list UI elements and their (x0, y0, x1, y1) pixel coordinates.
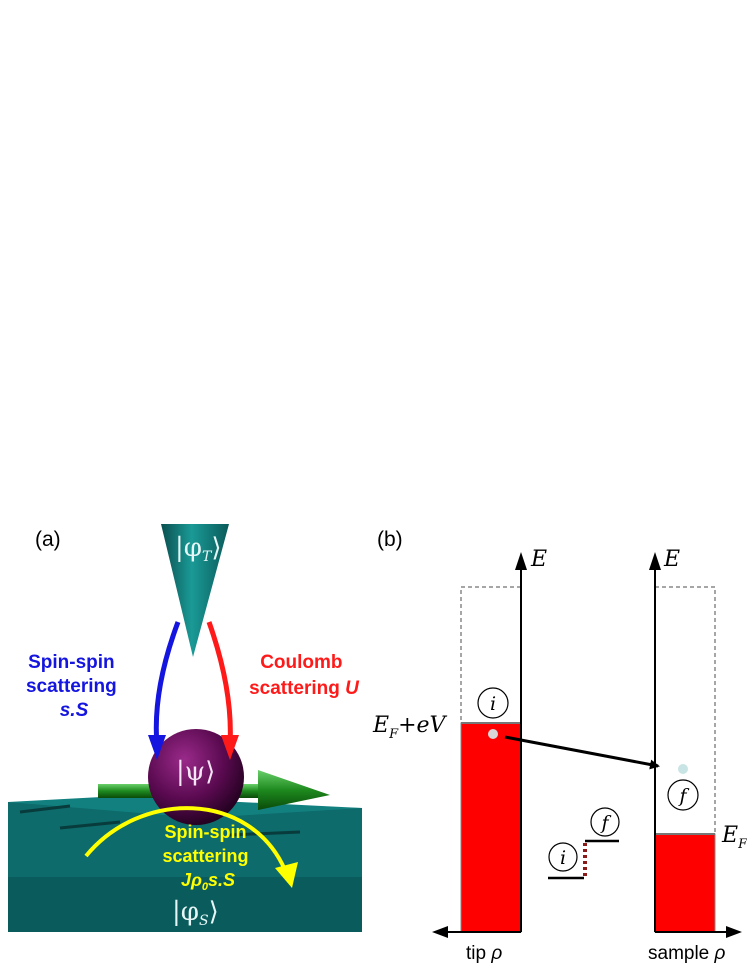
tunneling-arrow (504, 735, 660, 770)
tip-energy-label: E (530, 547, 547, 572)
surface-state-ket: |φS⟩ (172, 897, 219, 929)
level-initial-marker: i (560, 847, 566, 869)
tip-density-label: tip ρ (466, 943, 502, 964)
stm-tip: |φT⟩ (161, 524, 229, 657)
adatom: |ψ⟩ (148, 729, 244, 825)
spin-spin-surface-label: Spin-spin scattering Jρ0s.S (162, 822, 253, 893)
panel-b: (b) E E tip ρ (372, 528, 747, 964)
sample-fermi-label: EF (721, 823, 747, 852)
tip-axes: E (432, 547, 547, 938)
svg-text:i: i (490, 693, 496, 715)
sample-dos (654, 586, 716, 933)
coulomb-label: Coulomb scattering U (249, 652, 360, 699)
level-scheme: i f (548, 807, 620, 880)
tip-fermi-label: EF+eV (372, 713, 448, 742)
initial-state-marker: i (477, 687, 509, 739)
sample-density-label: sample ρ (648, 943, 726, 964)
coulomb-arrow (206, 621, 239, 760)
spin-spin-tip-arrow (148, 621, 181, 760)
level-final-marker: f (599, 812, 611, 834)
final-state-marker: f (667, 764, 699, 811)
panel-b-label: (b) (377, 528, 403, 551)
panel-a-label: (a) (35, 528, 61, 551)
svg-text:f: f (677, 785, 689, 807)
sample-energy-label: E (663, 547, 680, 572)
sample-axes: E (649, 547, 742, 938)
tip-dos (460, 586, 522, 933)
tip-state-ket: |φT⟩ (175, 533, 221, 565)
adatom-state-ket: |ψ⟩ (176, 757, 215, 787)
spin-spin-surface-arrow (84, 806, 298, 888)
panel-a: (a) |φT⟩ |φS⟩ |ψ⟩ (8, 524, 362, 932)
spin-spin-tip-label: Spin-spin scattering s.S (26, 652, 122, 721)
